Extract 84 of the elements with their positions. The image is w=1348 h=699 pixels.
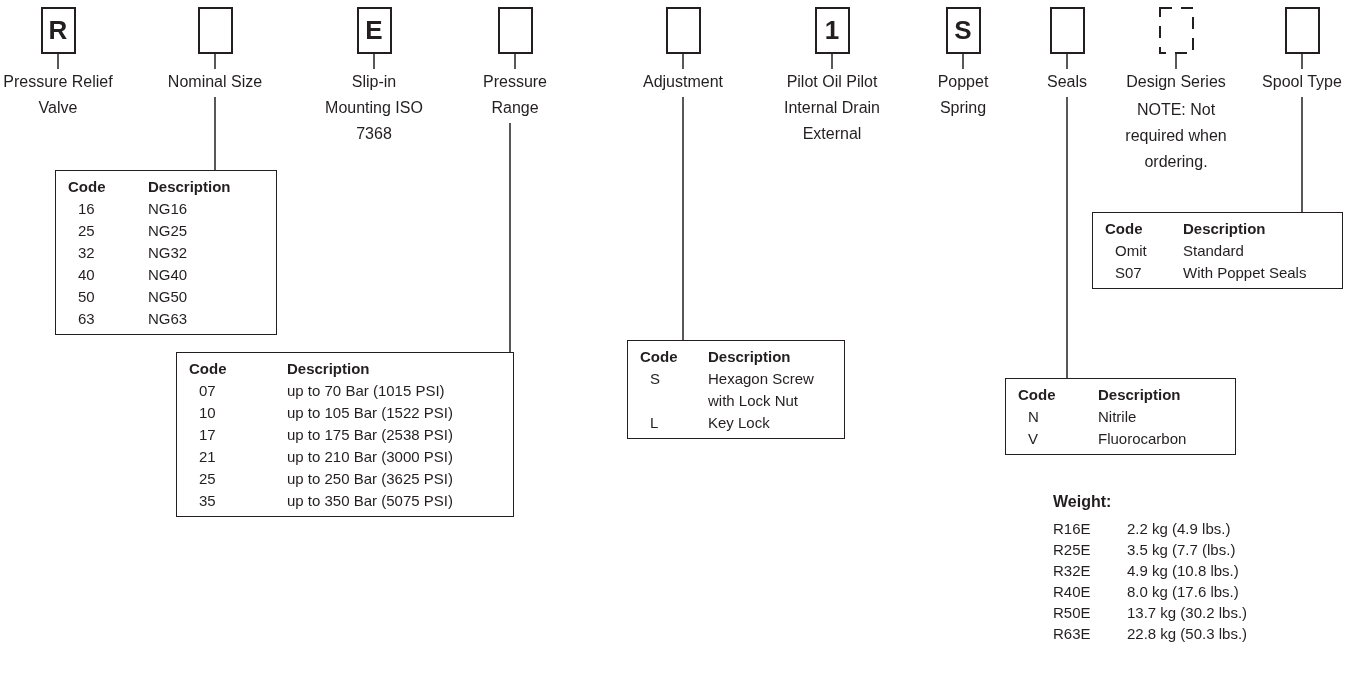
description-cell-text: up to 175 Bar (2538 PSI) [287,425,454,445]
field-label: Nominal Size [167,72,263,92]
weight-cell-text: 2.2 kg (4.9 lbs.) [1127,519,1232,539]
code-cell-text: S [649,369,661,389]
code-cell-text: 63 [77,309,96,329]
code-box: R [40,7,76,54]
description-cell-text: Key Lock [708,413,771,433]
field-label: Seals [1047,72,1087,92]
description-cell-text: NG50 [148,287,189,307]
column-header: Code [1018,385,1057,405]
description-cell-text: Standard [1183,241,1245,261]
description-cell-text: NG32 [148,243,189,263]
code-box: E [356,7,392,54]
weight-cell-text: 8.0 kg (17.6 lbs.) [1127,582,1240,602]
field-label: Spool Type [1262,72,1342,92]
field-label: Poppet Spring [936,72,990,118]
description-cell-text: up to 350 Bar (5075 PSI) [287,491,454,511]
code-table [1005,378,1236,455]
description-cell-text: With Poppet Seals [1183,263,1308,283]
column-header: Description [287,359,371,379]
field-label: Pressure Relief Valve [3,72,113,118]
field-label: Adjustment [642,72,723,92]
column-header: Code [189,359,228,379]
description-cell-text: up to 70 Bar (1015 PSI) [287,381,446,401]
field-label: Pilot Oil Pilot Internal Drain External [782,72,881,144]
code-box: S [945,7,981,54]
description-cell-text: up to 105 Bar (1522 PSI) [287,403,454,423]
field-label: Design Series [1126,72,1226,92]
code-cell-text: 32 [77,243,96,263]
code-box: 1 [814,7,850,54]
code-cell-text: 35 [198,491,217,511]
column-header: Description [708,347,792,367]
model-cell-text: R25E [1053,540,1092,560]
weight-cell-text: 3.5 kg (7.7 (lbs.) [1127,540,1237,560]
code-cell-text: 21 [198,447,217,467]
weight-cell-text: 13.7 kg (30.2 lbs.) [1127,603,1249,623]
leader-line [682,96,684,341]
description-cell-text: Hexagon Screw with Lock Nut [708,369,815,411]
field-label: Pressure Range [482,72,548,118]
column-header: Description [1098,385,1182,405]
code-cell-text: V [1027,429,1039,449]
description-cell-text: NG40 [148,265,189,285]
code-cell-text: Omit [1114,241,1148,261]
model-cell-text: R63E [1053,624,1092,644]
code-cell-text: 10 [198,403,217,423]
leader-line [509,122,511,353]
column-header: Code [68,177,107,197]
description-cell-text: Nitrile [1098,407,1138,427]
leader-line [1301,96,1303,213]
model-cell-text: R40E [1053,582,1092,602]
description-cell-text: NG25 [148,221,189,241]
description-cell-text: Fluorocarbon [1098,429,1188,449]
model-cell-text: R50E [1053,603,1092,623]
column-header: Description [1183,219,1267,239]
column-header: Code [640,347,679,367]
field-label: Slip-in Mounting ISO 7368 [324,72,424,144]
description-cell-text: NG63 [148,309,189,329]
note-text: NOTE: Not required when ordering. [1124,100,1228,172]
code-cell-text: 07 [198,381,217,401]
code-cell-text: N [1027,407,1040,427]
code-cell-text: 50 [77,287,96,307]
code-table [176,352,514,517]
description-cell-text: NG16 [148,199,189,219]
code-cell-text: 40 [77,265,96,285]
code-cell-text: L [649,413,660,433]
column-header: Code [1105,219,1144,239]
description-cell-text: up to 250 Bar (3625 PSI) [287,469,454,489]
model-cell-text: R16E [1053,519,1092,539]
model-cell-text: R32E [1053,561,1092,581]
leader-line [214,96,216,171]
code-cell-text: 16 [77,199,96,219]
weight-cell-text: 4.9 kg (10.8 lbs.) [1127,561,1240,581]
code-cell-text: S07 [1114,263,1143,283]
code-table [627,340,845,439]
code-cell-text: 17 [198,425,217,445]
leader-line [1066,96,1068,379]
code-table [1092,212,1343,289]
weight-heading: Weight: [1053,492,1113,512]
code-table [55,170,277,335]
weight-cell-text: 22.8 kg (50.3 lbs.) [1127,624,1249,644]
code-cell-text: 25 [77,221,96,241]
code-cell-text: 25 [198,469,217,489]
column-header: Description [148,177,232,197]
description-cell-text: up to 210 Bar (3000 PSI) [287,447,454,467]
